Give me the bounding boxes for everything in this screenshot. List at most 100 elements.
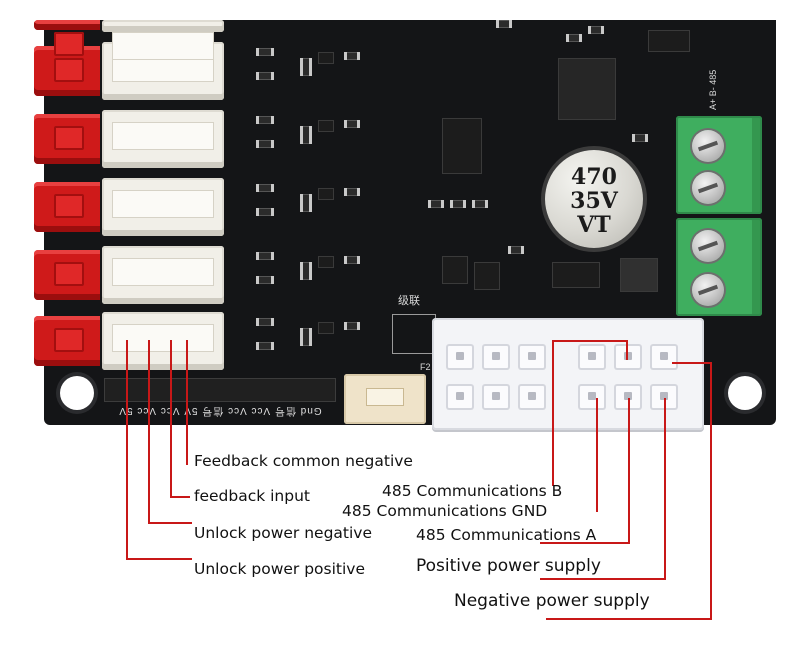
smd-resistor [256, 48, 274, 56]
connector-pin [650, 344, 678, 370]
connector-pin [614, 344, 642, 370]
smd-resistor [344, 52, 360, 60]
mounting-hole-right [728, 376, 762, 410]
leader-line-feedback-common-negative [186, 340, 188, 465]
smd-resistor [256, 208, 274, 216]
leader-line-485-b-h [552, 340, 628, 342]
transistor [318, 256, 334, 268]
red-connector-ch2 [34, 250, 100, 300]
smd-resistor [428, 200, 444, 208]
smd-resistor [344, 188, 360, 196]
connector-pin [578, 384, 606, 410]
label-positive-power-supply: Positive power supply [416, 556, 601, 576]
diode-d1 [552, 262, 600, 288]
terminal-block-power [676, 218, 762, 316]
white-connector-top-partial [102, 20, 224, 60]
header-silkscreen: Gnd 信号 Vcc Vcc 信号 5V Vcc Vcc 5V [118, 405, 322, 416]
label-unlock-power-positive: Unlock power positive [194, 560, 366, 578]
cascade-label: 级联 [398, 295, 420, 307]
red-connector-ch3 [34, 182, 100, 232]
transistor [318, 120, 334, 132]
leader-line-unlock-negative-h [148, 522, 192, 524]
leader-line-unlock-negative [148, 340, 150, 524]
smd-resistor [256, 72, 274, 80]
connector-pin [446, 344, 474, 370]
connector-pin [482, 344, 510, 370]
voltage-regulator [558, 58, 616, 120]
connector-pin [578, 344, 606, 370]
smd-resistor [256, 116, 274, 124]
smd-resistor [450, 200, 466, 208]
connector-pin [518, 384, 546, 410]
screw-terminal [692, 172, 724, 204]
red-connector-ch1 [34, 316, 100, 366]
power-connector [432, 318, 704, 430]
mosfet [474, 262, 500, 290]
smd-led [300, 262, 312, 280]
leader-line-feedback-input-h [170, 496, 190, 498]
white-connector-ch1 [102, 312, 224, 370]
leader-line-positive-power-h [540, 578, 666, 580]
smd-resistor [256, 184, 274, 192]
leader-line-unlock-positive-h [126, 558, 192, 560]
label-485-communications-b: 485 Communications B [382, 482, 563, 500]
smd-resistor [256, 276, 274, 284]
red-connector-ch4 [34, 114, 100, 164]
leader-line-feedback-input [170, 340, 172, 498]
leader-line-485-b [552, 340, 554, 486]
smd-led [300, 58, 312, 76]
connector-pin [446, 384, 474, 410]
leader-line-negative-power-h [546, 618, 712, 620]
leader-line-negative-power-top [672, 362, 712, 364]
smd-resistor [588, 26, 604, 34]
leader-line-negative-power [710, 362, 712, 620]
terminal-block-485 [676, 116, 762, 214]
transistor [318, 188, 334, 200]
smd-resistor [344, 322, 360, 330]
connector-pin [482, 384, 510, 410]
smd-resistor [508, 246, 524, 254]
screw-terminal [692, 274, 724, 306]
capacitor-series: VT [577, 212, 611, 238]
fuse-jk075 [620, 258, 658, 292]
smd-resistor [472, 200, 488, 208]
label-485-communications-a: 485 Communications A [416, 526, 597, 544]
smd-resistor [256, 318, 274, 326]
smd-resistor [256, 140, 274, 148]
rs485-chip [442, 118, 482, 174]
white-connector-ch3 [102, 178, 224, 236]
terminal-silkscreen: A+ B- 485 [708, 69, 718, 110]
smd-led [300, 328, 312, 346]
label-feedback-input: feedback input [194, 487, 311, 505]
smd-resistor [344, 120, 360, 128]
label-negative-power-supply: Negative power supply [454, 591, 650, 611]
smd-resistor [344, 256, 360, 264]
smd-resistor [256, 342, 274, 350]
mounting-hole-left [60, 376, 94, 410]
screw-terminal [692, 230, 724, 262]
capacitor-value: 470 [571, 164, 617, 190]
label-unlock-power-negative: Unlock power negative [194, 524, 373, 542]
smd-led [300, 194, 312, 212]
connector-pin [518, 344, 546, 370]
blade-fuse [344, 374, 426, 424]
transistor [318, 322, 334, 334]
cascade-header [392, 314, 436, 354]
leader-line-485-gnd [596, 398, 598, 512]
red-connector-top-partial [34, 20, 100, 56]
white-connector-ch4 [102, 110, 224, 168]
smd-capacitor [632, 134, 648, 142]
leader-line-485-b-pin [626, 340, 628, 360]
label-feedback-common-negative: Feedback common negative [194, 452, 413, 470]
electrolytic-capacitor: 470 35V VT [545, 150, 643, 248]
smd-resistor [256, 252, 274, 260]
smd-resistor [496, 20, 512, 28]
leader-line-485-a-h [540, 542, 630, 544]
transistor [318, 52, 334, 64]
white-connector-ch2 [102, 246, 224, 304]
leader-line-485-a [628, 398, 630, 544]
smd-led [300, 126, 312, 144]
signal-header [104, 378, 336, 402]
screw-terminal [692, 130, 724, 162]
